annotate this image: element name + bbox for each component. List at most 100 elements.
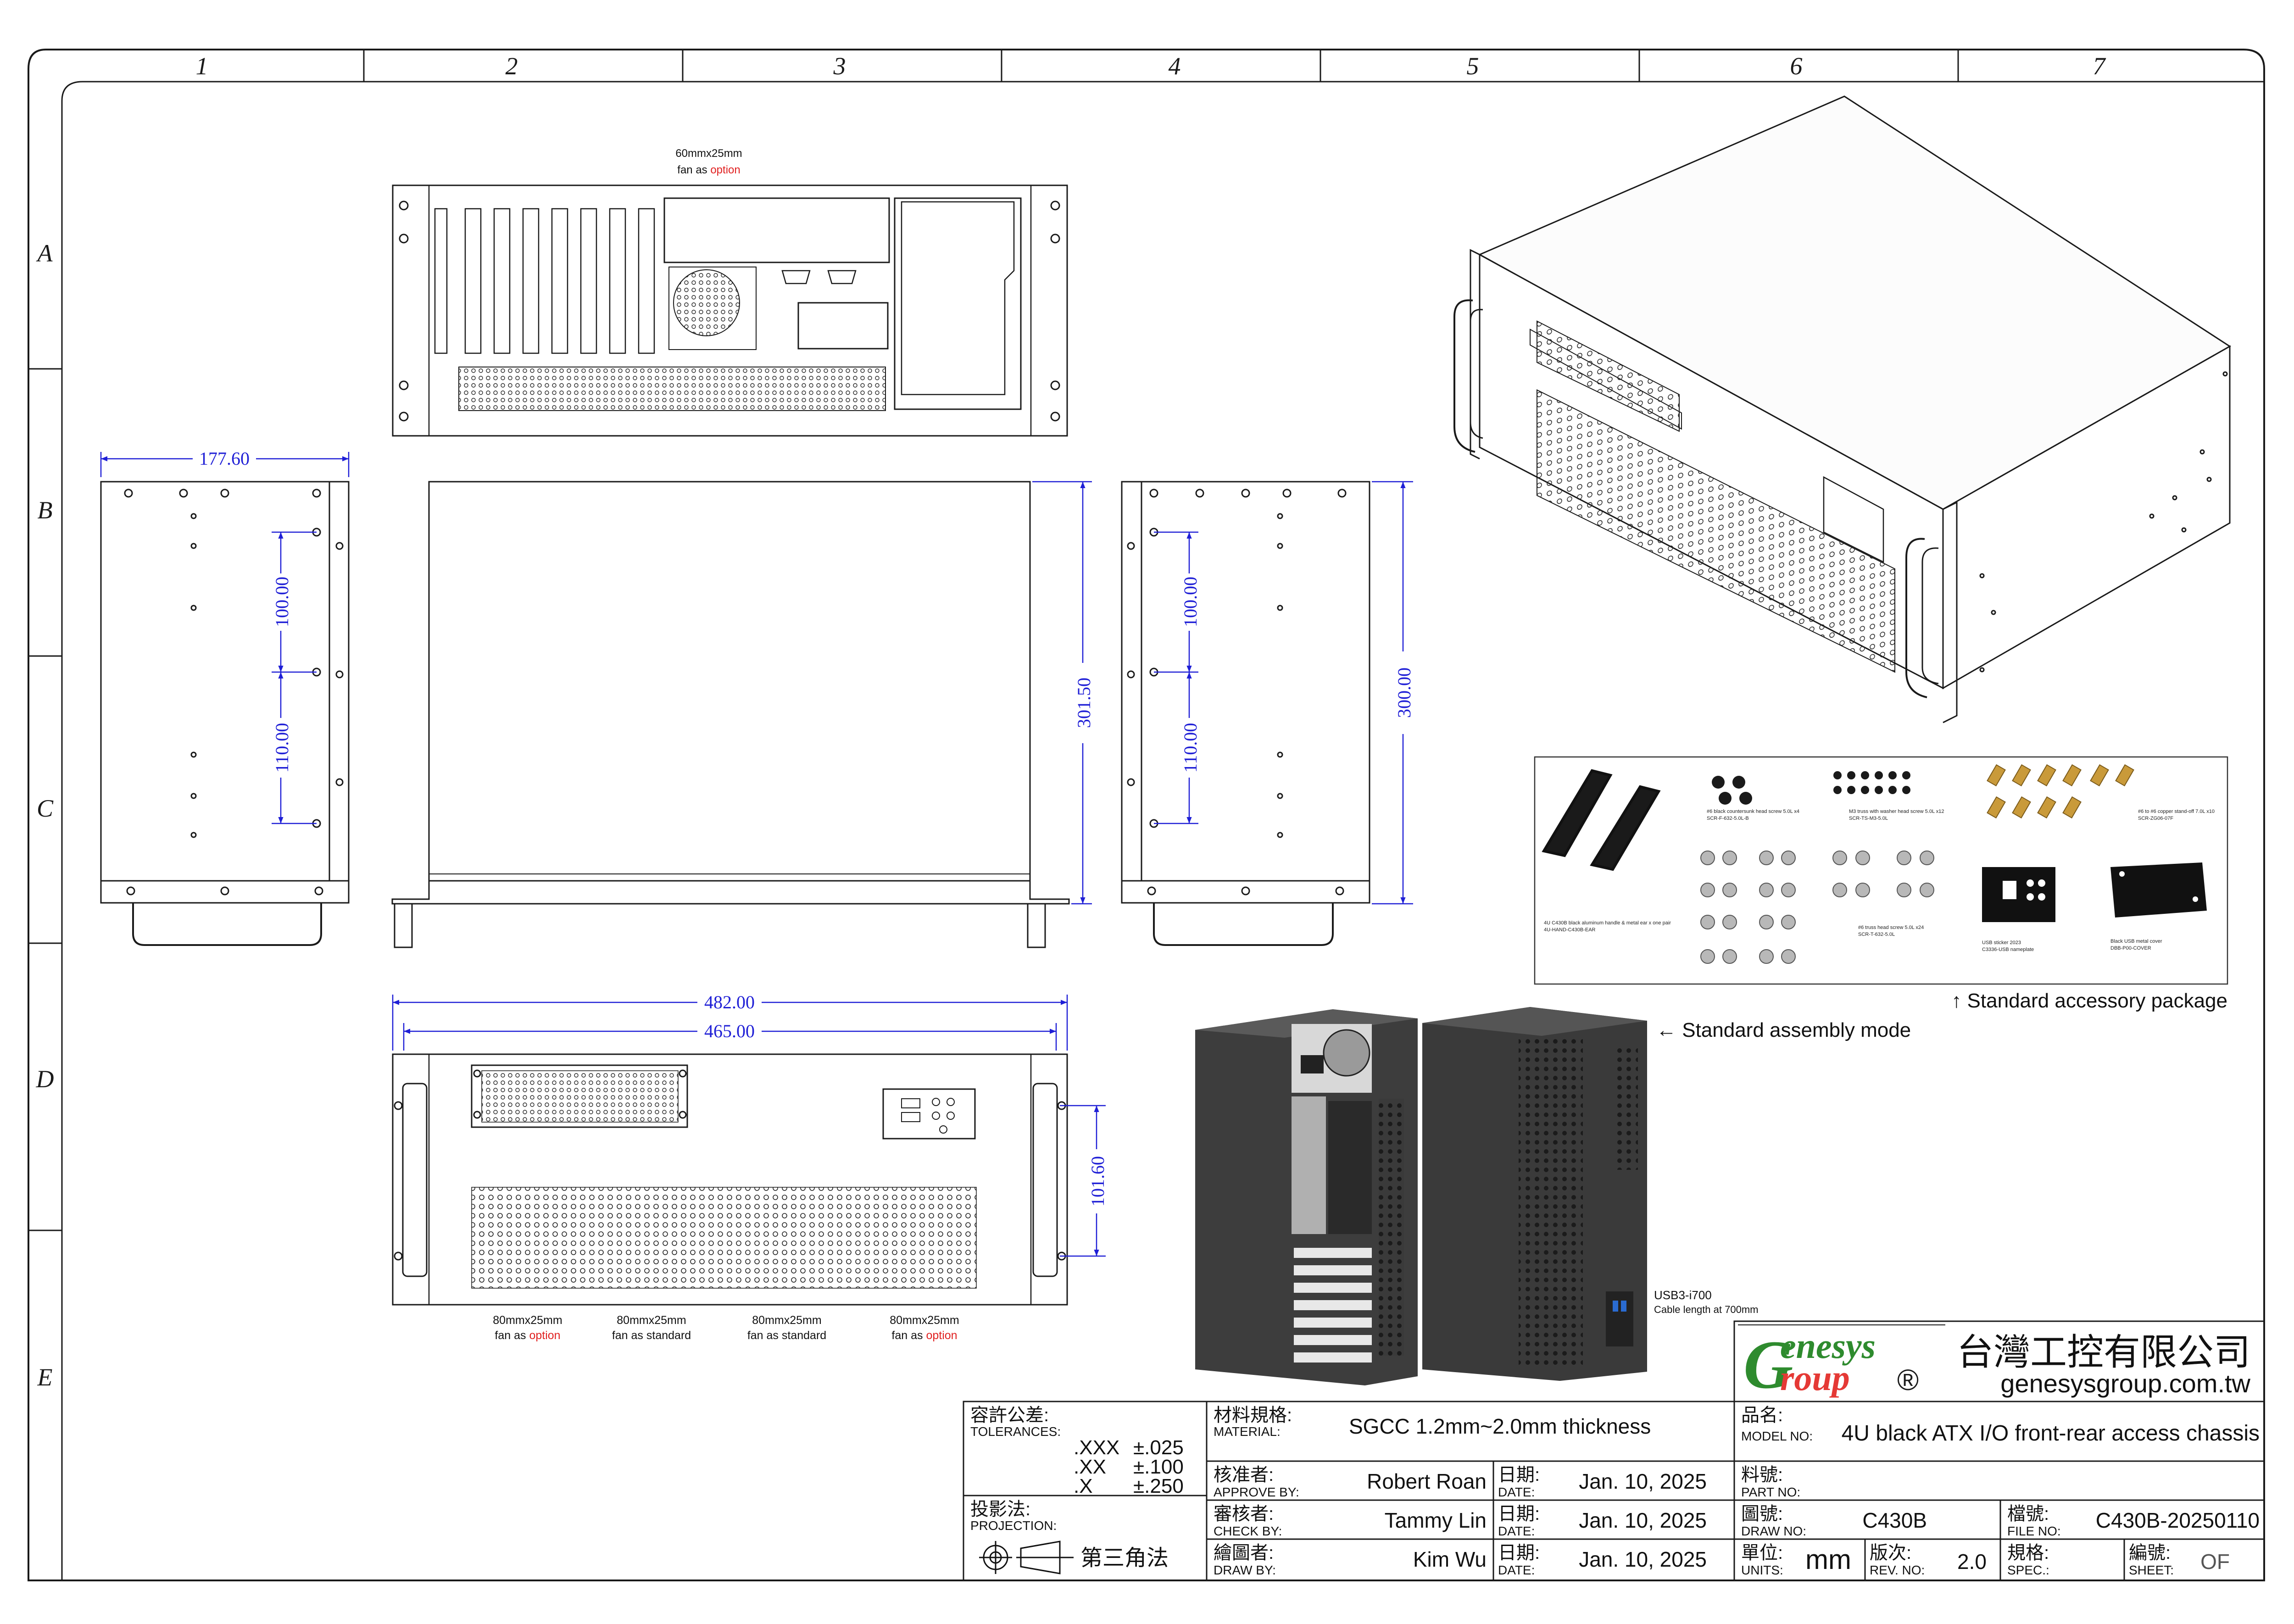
part-label-cn: 料號: [1741,1465,1783,1485]
assembly-caption: ← Standard assembly mode [1656,1019,1911,1041]
part-cell: 料號: PART NO: [1741,1465,1800,1499]
acc-5-line1: #6 truss head screw 5.0L x24 [1858,925,1924,930]
sheet-cell: 編號: SHEET: OF [2129,1543,2230,1577]
tol-val-2: ±.100 [1133,1456,1184,1478]
projection-value: 第三角法 [1080,1546,1169,1570]
dim-left-100: 100.00 [272,577,292,627]
side-right-dimensions [1154,481,1413,905]
acc-4-line1: #6 to #6 copper stand-off 7.0L x10 [2138,809,2215,814]
side-view-left [100,481,350,946]
zone-row-e: E [37,1363,53,1391]
screw-group-1 [1712,776,1752,805]
drawno-value: C430B [1862,1508,1927,1532]
dim-left-110: 110.00 [272,723,292,773]
top-view [391,481,1070,948]
sheet-label-cn: 編號: [2129,1543,2171,1563]
logo-word-bottom: roup [1780,1358,1850,1398]
company-website: genesysgroup.com.tw [2000,1369,2250,1398]
svg-text:fan as option: fan as option [495,1329,560,1342]
material-value: SGCC 1.2mm~2.0mm thickness [1349,1414,1651,1438]
drawno-label-cn: 圖號: [1741,1504,1783,1524]
registered-mark: ® [1897,1363,1919,1396]
rear-fan-size: 60mmx25mm [675,147,742,160]
rev-value: 2.0 [1957,1550,1987,1574]
tol-key-2: .XX [1074,1456,1106,1478]
approve-value: Robert Roan [1367,1469,1487,1493]
tol-key-3: .X [1074,1475,1093,1497]
logo-word-top: enesys [1780,1326,1876,1366]
svg-text:fan as option: fan as option [891,1329,957,1342]
acc-7-line1: Black USB metal cover [2110,939,2162,944]
date2-label-en: DATE: [1498,1524,1535,1538]
usb-module-label: USB3-i700 [1654,1288,1712,1302]
fan-note-2-size: 80mmx25mm [617,1314,686,1327]
material-label-en: MATERIAL: [1214,1424,1281,1439]
fan-note-3-size: 80mmx25mm [752,1314,821,1327]
top-view-dimension [1032,481,1092,905]
check-label-en: CHECK BY: [1214,1524,1282,1538]
file-value: C430B-20250110 [2096,1508,2260,1532]
isometric-chassis-view [1453,95,2231,723]
acc-2-line2: SCR-F-632-5.0L-B [1707,816,1749,821]
assembly-photo [1195,1007,1647,1385]
signatures-cells: 核准者: APPROVE BY: Robert Roan 審核者: CHECK … [1214,1465,1487,1577]
spec-label-cn: 規格: [2007,1543,2049,1563]
projection-label-cn: 投影法: [970,1499,1030,1519]
zone-col-5: 5 [1467,52,1479,80]
date3-label-en: DATE: [1498,1563,1535,1577]
material-label-cn: 材料規格: [1214,1405,1292,1425]
tol-key-1: .XXX [1074,1436,1119,1459]
sheet-label-en: SHEET: [2129,1563,2174,1577]
check-label-cn: 審核者: [1214,1504,1274,1524]
dim-depth-300: 300.00 [1394,667,1414,718]
zone-row-labels: A B C D E [36,239,54,1391]
expansion-slots [434,208,655,354]
rear-fan-note-option: option [710,164,740,176]
dim-right-110: 110.00 [1180,723,1201,773]
fan-note-4-option: option [926,1329,957,1342]
fan-note-1-a: fan as [495,1329,529,1342]
spec-cell: 規格: SPEC.: [2007,1543,2049,1577]
zone-col-2: 2 [506,52,518,80]
dim-depth-177-60: 177.60 [199,448,250,469]
date-cells: 日期: DATE: Jan. 10, 2025 日期: DATE: Jan. 1… [1498,1465,1707,1577]
dim-depth-301-50: 301.50 [1074,678,1094,728]
tolerances-label-en: TOLERANCES: [970,1424,1061,1439]
zone-col-4: 4 [1169,52,1181,80]
side-view-right [1121,481,1370,946]
rev-label-cn: 版次: [1870,1543,1911,1563]
acc-6-line1: USB sticker 2023 [1982,940,2021,945]
standoff-group [1987,764,2134,819]
fan-note-1-option: option [529,1329,560,1342]
model-label-en: MODEL NO: [1741,1429,1813,1443]
part-label-en: PART NO: [1741,1485,1800,1499]
screw-group-4 [1832,851,1934,897]
zone-row-d: D [36,1065,54,1093]
date1-label-cn: 日期: [1498,1465,1540,1485]
dim-height-101-60: 101.60 [1087,1156,1108,1207]
date3-value: Jan. 10, 2025 [1579,1547,1707,1571]
date1-value: Jan. 10, 2025 [1579,1469,1707,1493]
usb-sticker-image [1982,867,2055,922]
accessory-package: 4U C430B black aluminum handle & metal e… [1534,756,2228,985]
front-view [392,1053,1068,1306]
accessory-caption: ↑ Standard accessory package [1951,990,2227,1012]
fan-note-1-size: 80mmx25mm [493,1314,562,1327]
logo-letter: G [1743,1327,1793,1403]
zone-col-3: 3 [833,52,846,80]
acc-3-line2: SCR-TS-M3-5.0L [1849,816,1888,821]
acc-4-line2: SCR-ZG06-07F [2138,816,2173,821]
front-dimensions [392,995,1106,1257]
file-cell: 檔號: FILE NO: C430B-20250110 [2007,1504,2260,1538]
title-block-grid [963,1320,2265,1581]
tol-val-1: ±.025 [1133,1436,1184,1459]
approve-label-en: APPROVE BY: [1214,1485,1299,1499]
company-logo: G enesys roup ® [1743,1326,1919,1403]
drawby-value: Kim Wu [1413,1547,1487,1571]
acc-1-line1: 4U C430B black aluminum handle & metal e… [1544,920,1671,926]
date2-label-cn: 日期: [1498,1504,1540,1524]
projection-cell: 投影法: PROJECTION: 第三角法 [970,1499,1169,1574]
company-name-cn: 台灣工控有限公司 [1957,1332,2250,1373]
screw-group-2 [1833,771,1910,794]
